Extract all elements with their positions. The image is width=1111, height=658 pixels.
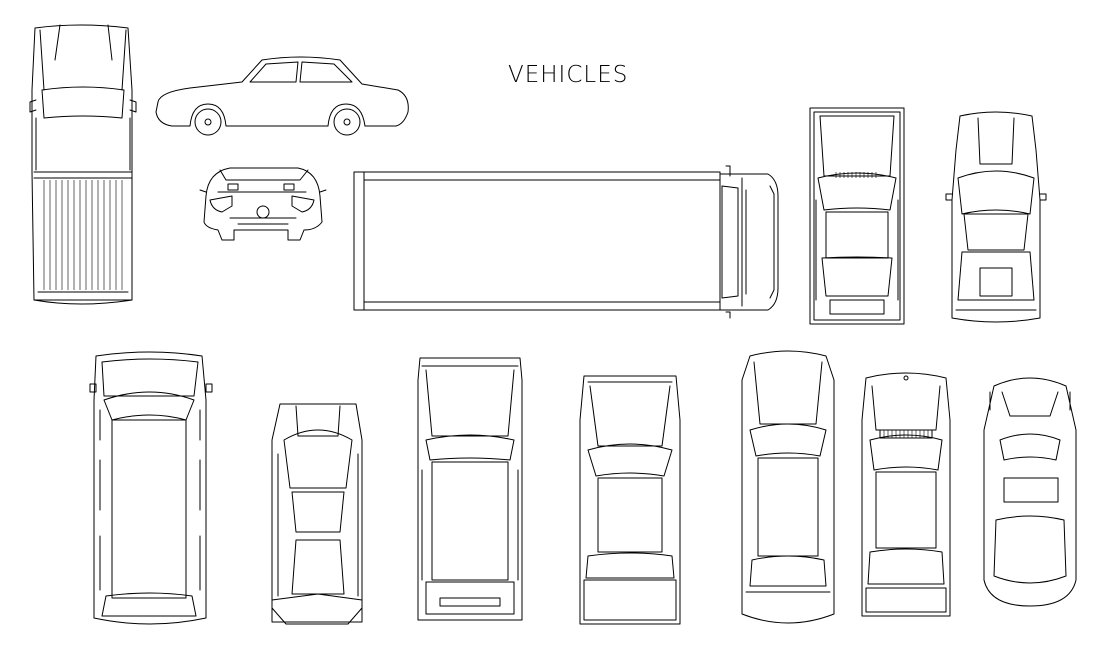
box-truck-top-view <box>353 165 779 319</box>
compact-car-top-view <box>861 372 951 617</box>
pickup-truck-bed-ribs <box>43 180 123 290</box>
sedan-top-view <box>579 375 681 625</box>
supercar-top-view <box>271 403 363 625</box>
drawing-title: VEHICLES <box>508 62 628 88</box>
long-sedan-top-view <box>741 350 835 624</box>
sedan-side-view <box>155 56 409 136</box>
sports-coupe-top-view <box>945 111 1047 323</box>
roadster-front-view <box>199 167 327 241</box>
hatchback-grille <box>835 172 877 178</box>
station-wagon-top-view <box>417 357 523 621</box>
compact-car-grille <box>883 430 929 438</box>
hatchback-top-view <box>809 107 905 325</box>
porsche-style-coupe-top-view <box>983 377 1077 607</box>
minivan-top-view <box>89 351 213 625</box>
pickup-truck-top-view <box>29 24 137 305</box>
